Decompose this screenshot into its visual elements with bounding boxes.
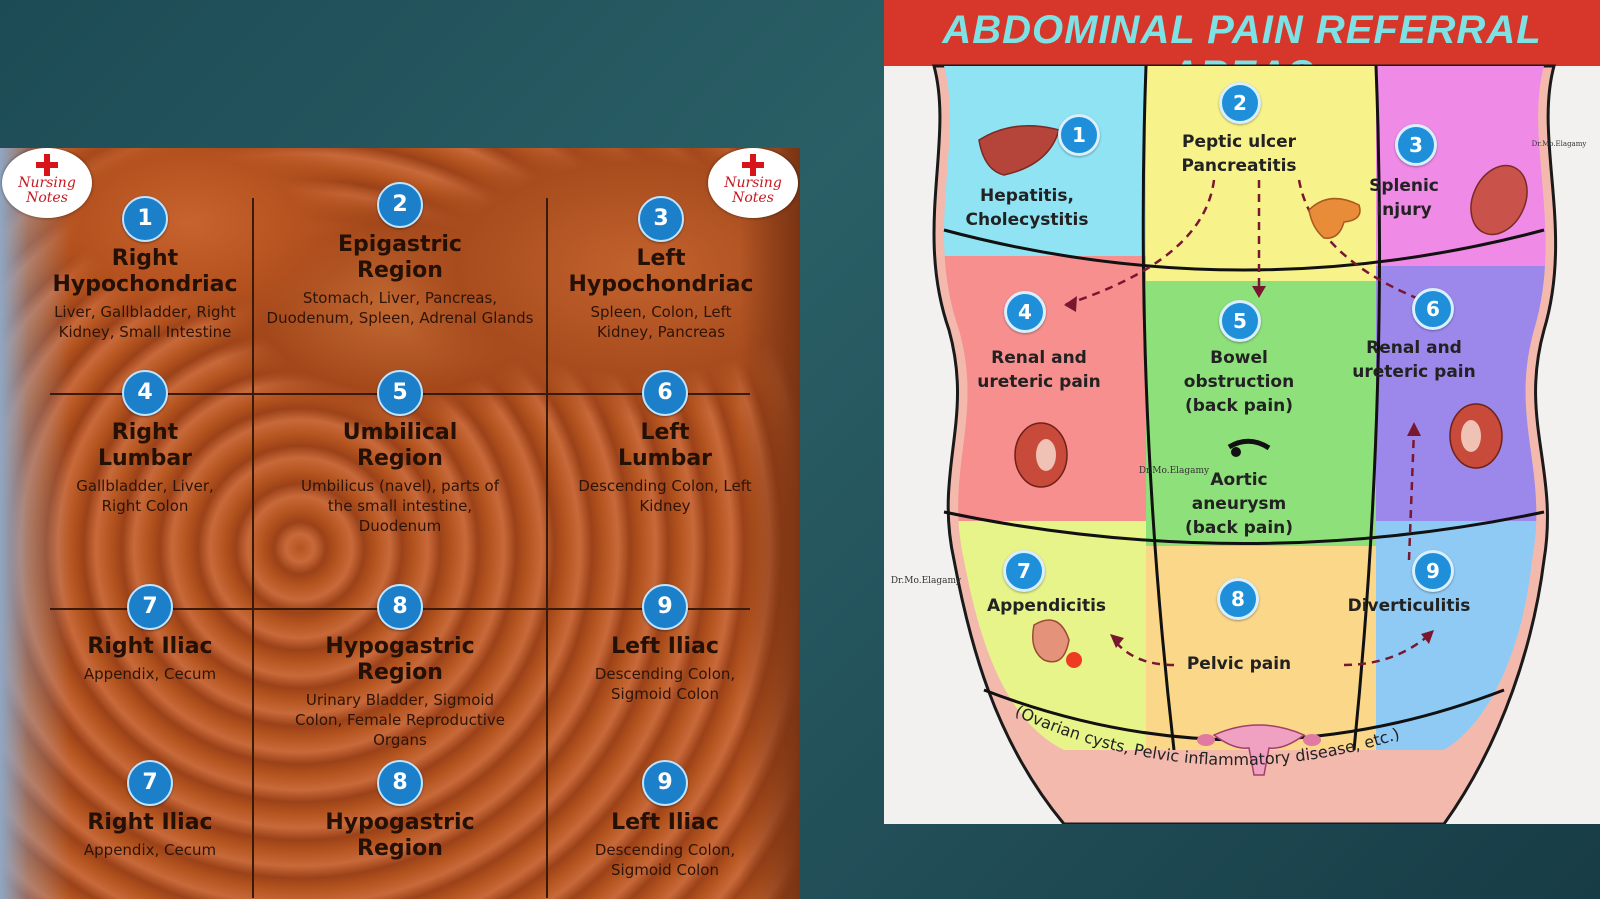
region-organs: Appendix, Cecum (83, 841, 217, 859)
region-hypogastric-repeat: 8 Hypogastric Region (280, 760, 520, 862)
region-right-hypochondriac: 1 Right Hypochondriac Liver, Gallbladder… (40, 196, 250, 342)
appendix-icon (1032, 619, 1082, 668)
region-number-badge: 4 (122, 370, 168, 416)
uterus-icon (1197, 724, 1321, 776)
region-title: Hypogastric Region (325, 634, 475, 685)
author-watermark: Dr.Mo.Elagamy (1138, 466, 1210, 476)
nursing-notes-logo-left: Nursing Notes (2, 148, 92, 218)
region-title: Hypogastric Region (325, 810, 475, 861)
panel-header (884, 0, 1600, 66)
region-title: Right Hypochondriac (52, 246, 238, 297)
kidney-right-icon (1449, 403, 1503, 469)
region-title: Left Lumbar (617, 420, 713, 471)
zone-1 (944, 66, 1146, 256)
flank-shadow-right (740, 148, 800, 899)
zone-2 (1146, 66, 1376, 281)
abdominal-regions-illustration: Nursing Notes Nursing Notes 1 Right Hypo… (0, 148, 800, 899)
zone-badge-3: 3 (1395, 124, 1437, 166)
zone-label-4: Renal and ureteric pain (977, 348, 1101, 392)
zone-badge-4: 4 (1004, 291, 1046, 333)
grid-vertical-left (252, 198, 254, 898)
region-number-badge: 3 (638, 196, 684, 242)
zone-badge-8: 8 (1217, 578, 1259, 620)
aortic-label: Aortic aneurysm (back pain) (1184, 470, 1294, 538)
region-organs: Descending Colon, Sigmoid Colon (594, 665, 736, 703)
region-title: Right Lumbar (97, 420, 193, 471)
region-title: Right Iliac (87, 634, 213, 659)
aorta-icon (1227, 438, 1271, 457)
zone-badge-6: 6 (1412, 288, 1454, 330)
region-organs: Urinary Bladder, Sigmoid Colon, Female R… (295, 691, 505, 749)
zone-label-8: Pelvic pain (1186, 654, 1292, 674)
region-organs: Stomach, Liver, Pancreas, Duodenum, Sple… (266, 289, 534, 327)
region-organs: Gallbladder, Liver, Right Colon (76, 477, 214, 515)
zone-8 (1146, 546, 1376, 750)
author-watermark: Dr.Mo.Elagamy (1531, 140, 1587, 148)
red-cross-icon (36, 154, 58, 176)
region-left-hypochondriac: 3 Left Hypochondriac Spleen, Colon, Left… (556, 196, 766, 342)
region-organs: Descending Colon, Left Kidney (578, 477, 752, 515)
region-organs: Umbilicus (navel), parts of the small in… (301, 477, 499, 535)
zone-label-7: Appendicitis (986, 596, 1107, 616)
region-number-badge: 8 (377, 760, 423, 806)
pancreas-icon (1308, 197, 1361, 239)
region-number-badge: 5 (377, 370, 423, 416)
region-left-iliac: 9 Left Iliac Descending Colon, Sigmoid C… (560, 584, 770, 704)
region-left-iliac-repeat: 9 Left Iliac Descending Colon, Sigmoid C… (560, 760, 770, 880)
zone-badge-1: 1 (1058, 114, 1100, 156)
region-title: Epigastric Region (338, 232, 462, 283)
region-epigastric: 2 Epigastric Region Stomach, Liver, Panc… (265, 182, 535, 328)
pain-referral-panel: ABDOMINAL PAIN REFERRAL AREAS (884, 0, 1600, 824)
grid-vertical-right (546, 198, 548, 898)
zone-badge-5: 5 (1219, 300, 1261, 342)
zone-badge-9: 9 (1412, 550, 1454, 592)
region-title: Left Iliac (611, 810, 719, 835)
red-cross-icon (742, 154, 764, 176)
region-number-badge: 2 (377, 182, 423, 228)
region-organs: Spleen, Colon, Left Kidney, Pancreas (590, 303, 732, 341)
region-title: Left Iliac (611, 634, 719, 659)
spleen-icon (1470, 164, 1528, 236)
zone-5 (1146, 281, 1376, 546)
zone-label-9: Diverticulitis (1347, 596, 1471, 616)
region-title: Umbilical Region (342, 420, 458, 471)
liver-icon (978, 125, 1060, 176)
region-right-iliac-repeat: 7 Right Iliac Appendix, Cecum (40, 760, 260, 860)
zone-label-5: Bowel obstruction (back pain) (1183, 348, 1295, 416)
region-umbilical: 5 Umbilical Region Umbilicus (navel), pa… (280, 370, 520, 536)
region-organs: Liver, Gallbladder, Right Kidney, Small … (54, 303, 236, 341)
region-number-badge: 8 (377, 584, 423, 630)
region-organs: Appendix, Cecum (83, 665, 217, 683)
torso-diagram: (Ovarian cysts, Pelvic inflammatory dise… (932, 64, 1558, 824)
zone-label-1: Hepatitis, Cholecystitis (965, 186, 1089, 230)
region-hypogastric: 8 Hypogastric Region Urinary Bladder, Si… (280, 584, 520, 750)
region-number-badge: 1 (122, 196, 168, 242)
region-right-lumbar: 4 Right Lumbar Gallbladder, Liver, Right… (40, 370, 250, 516)
zone-label-2: Peptic ulcer Pancreatitis (1181, 132, 1297, 176)
zone-3 (1376, 66, 1546, 266)
zone-label-3: Splenic injury (1369, 176, 1439, 220)
nursing-notes-logo-right: Nursing Notes (708, 148, 798, 218)
zone-label-6: Renal and ureteric pain (1352, 338, 1476, 382)
kidney-left-icon (1014, 422, 1068, 488)
author-watermark: Dr.Mo.Elagamy (890, 576, 962, 586)
region-number-badge: 7 (127, 760, 173, 806)
region-title: Left Hypochondriac (568, 246, 754, 297)
region-right-iliac: 7 Right Iliac Appendix, Cecum (40, 584, 260, 684)
region-number-badge: 7 (127, 584, 173, 630)
flank-shadow-left (0, 148, 70, 899)
region-number-badge: 6 (642, 370, 688, 416)
region-number-badge: 9 (642, 584, 688, 630)
region-left-lumbar: 6 Left Lumbar Descending Colon, Left Kid… (560, 370, 770, 516)
zone-6 (1376, 266, 1546, 521)
zone-badge-2: 2 (1219, 82, 1261, 124)
zone-badge-7: 7 (1003, 550, 1045, 592)
region-organs: Descending Colon, Sigmoid Colon (594, 841, 736, 879)
region-title: Right Iliac (87, 810, 213, 835)
region-number-badge: 9 (642, 760, 688, 806)
